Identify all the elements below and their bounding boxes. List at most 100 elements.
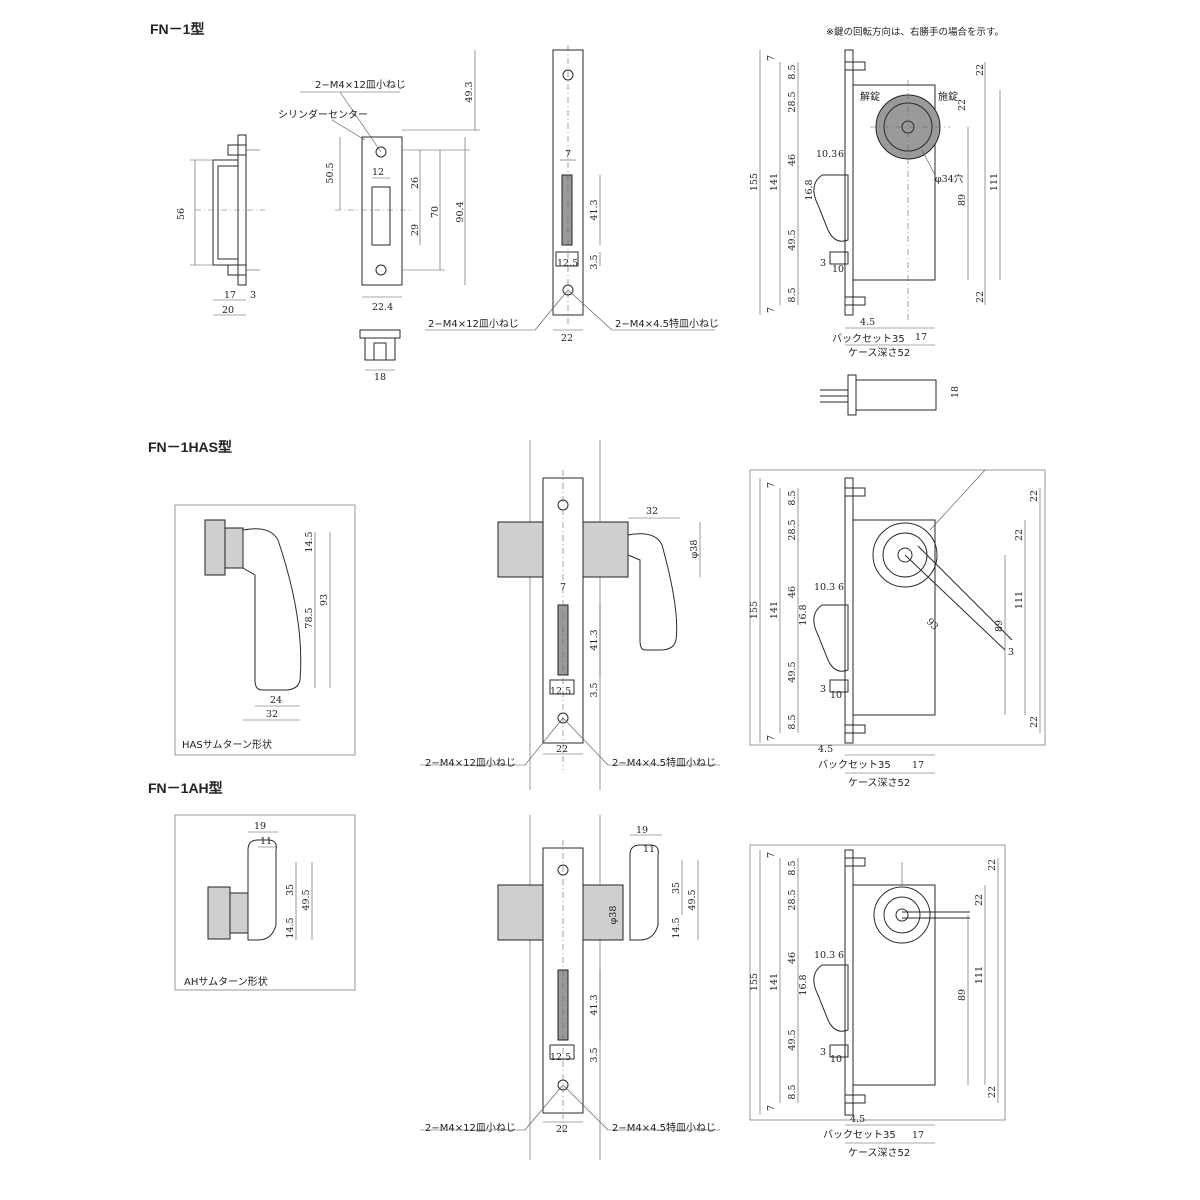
dim-22-top: 22 (975, 64, 986, 76)
dim-4-5-has: 4.5 (818, 744, 833, 755)
dim-7-face: 7 (565, 149, 571, 160)
dim-3-5: 3.5 (589, 254, 600, 269)
dim-3-5-has: 3.5 (589, 682, 600, 697)
title-fn1ah: FN－1AH型 (148, 780, 223, 796)
label-ah-shape: AHサムターン形状 (184, 975, 268, 988)
dim-46-has: 46 (787, 586, 798, 598)
fn1-strike-front-view: 26 70 90.4 29 12 50.5 49.3 2−M4×12皿小ねじ シ… (278, 50, 480, 383)
ah-faceplate-view: 19 11 35 14.5 49.5 φ38 41.3 3.5 12.5 22 … (420, 815, 720, 1160)
dim-4-5-ah: 4.5 (850, 1114, 865, 1125)
dim-7-top-has: 7 (766, 482, 777, 488)
dim-89-ah: 89 (957, 989, 968, 1001)
ah-thumbturn-detail: 19 11 35 14.5 49.5 AHサムターン形状 (174, 814, 356, 991)
label-screw-m4-12: 2−M4×12皿小ねじ (428, 318, 519, 330)
label-case-depth-has: ケース深さ52 (848, 777, 910, 789)
dim-3: 3 (250, 290, 256, 301)
dim-111: 111 (989, 173, 1000, 191)
dim-29: 29 (410, 224, 421, 236)
dim-22-bottom-has: 22 (1029, 716, 1040, 728)
dim-111-has: 111 (1014, 591, 1025, 609)
dim-7-bottom-ah: 7 (766, 1105, 777, 1111)
dim-8-5-top: 8.5 (787, 64, 798, 79)
label-screw-m4-45: 2−M4×4.5特皿小ねじ (615, 318, 719, 330)
dim-49-5-ah-body: 49.5 (787, 1029, 798, 1050)
dim-17-ah: 17 (912, 1130, 924, 1141)
dim-16-8-has: 16.8 (798, 604, 809, 625)
dim-10: 10 (832, 264, 844, 275)
dim-155: 155 (749, 173, 760, 191)
dim-10-ah: 10 (830, 1054, 842, 1065)
dim-12: 12 (372, 167, 384, 178)
label-screw-m4-12-ah: 2−M4×12皿小ねじ (425, 1122, 516, 1134)
dim-10-3: 10.3 (816, 149, 837, 160)
dim-7-bottom-has: 7 (766, 735, 777, 741)
dim-90-4: 90.4 (455, 201, 466, 222)
dim-49-5-ah-face: 49.5 (687, 889, 698, 910)
dim-3-5-ah: 3.5 (589, 1047, 600, 1062)
ah-lock-body-view: 155 141 7 7 8.5 28.5 46 49.5 8.5 10.3 6 … (749, 844, 1006, 1159)
dim-7-top: 7 (766, 55, 777, 61)
dim-141-ah: 141 (769, 973, 780, 991)
dim-12-5-ah: 12.5 (550, 1052, 571, 1063)
dim-3-ah-body: 3 (820, 1047, 826, 1058)
dim-28-5-has: 28.5 (787, 519, 798, 540)
dim-7-bottom: 7 (766, 307, 777, 313)
label-screw-m4-45-has: 2−M4×4.5特皿小ねじ (612, 757, 716, 769)
dim-7-has: 7 (560, 582, 566, 593)
dim-41-3: 41.3 (589, 199, 600, 220)
dim-56: 56 (176, 208, 187, 220)
label-case-depth-ah: ケース深さ52 (848, 1147, 910, 1159)
dim-20: 20 (222, 305, 234, 316)
dim-8-5-top-ah: 8.5 (787, 860, 798, 875)
dim-17: 17 (224, 290, 236, 301)
dim-4-5: 4.5 (860, 317, 875, 328)
dim-26: 26 (410, 177, 421, 189)
fn1-strike-side-view: 56 17 3 20 (176, 134, 265, 316)
dim-8-5-bottom-has: 8.5 (787, 714, 798, 729)
dim-22-cyl-has: 22 (1014, 529, 1025, 541)
dim-19-ah-face: 19 (636, 825, 648, 836)
dim-93-body: 93 (924, 616, 940, 632)
dim-16-8-ah: 16.8 (798, 974, 809, 995)
dim-22-has: 22 (556, 744, 568, 755)
dim-14-5-ah-face: 14.5 (671, 917, 682, 938)
dim-6-has: 6 (838, 582, 844, 593)
dim-12-5-has: 12.5 (550, 686, 571, 697)
label-screw-m4-12-has: 2−M4×12皿小ねじ (425, 757, 516, 769)
dim-111-ah: 111 (974, 966, 985, 984)
has-thumbturn-detail: 14.5 78.5 93 24 32 HASサムターン形状 (174, 504, 356, 756)
dim-50-5: 50.5 (325, 162, 336, 183)
title-fn1: FN－1型 (150, 21, 204, 37)
title-fn1has: FN－1HAS型 (148, 439, 232, 455)
label-screw-m4-45-ah: 2−M4×4.5特皿小ねじ (612, 1122, 716, 1134)
dim-22-cyl: 22 (957, 99, 968, 111)
dim-155-has: 155 (749, 601, 760, 619)
dim-18-plug: 18 (374, 372, 386, 383)
fn1-faceplate-view: 7 41.3 3.5 12.5 22 2−M4×12皿小ねじ 2−M4×4.5特… (425, 45, 719, 344)
dim-89: 89 (957, 194, 968, 206)
dim-10-has: 10 (830, 690, 842, 701)
dim-10-3-has: 10.3 (814, 582, 835, 593)
dim-17-has: 17 (912, 760, 924, 771)
dim-28-5-ah: 28.5 (787, 889, 798, 910)
dim-24: 24 (270, 695, 282, 706)
dim-22-face: 22 (561, 333, 573, 344)
label-cylinder-center: シリンダーセンター (278, 108, 368, 121)
dim-32: 32 (266, 709, 278, 720)
dim-93: 93 (319, 594, 330, 606)
dim-89-has: 89 (994, 620, 1005, 632)
dim-16-8: 16.8 (804, 179, 815, 200)
dim-7-top-ah: 7 (766, 852, 777, 858)
dim-49-5-ah: 49.5 (301, 889, 312, 910)
dim-22-bottom-ah: 22 (987, 1086, 998, 1098)
dim-46: 46 (787, 154, 798, 166)
dim-10-3-ah: 10.3 (814, 950, 835, 961)
dim-22-top-has: 22 (1029, 490, 1040, 502)
dim-11-ah-face: 11 (643, 844, 655, 855)
dim-22-4: 22.4 (372, 302, 393, 313)
dim-32-has: 32 (646, 506, 658, 517)
dim-11-ah: 11 (260, 836, 272, 847)
label-unlock: 解錠 (860, 90, 880, 103)
dim-18-body: 18 (950, 386, 961, 398)
